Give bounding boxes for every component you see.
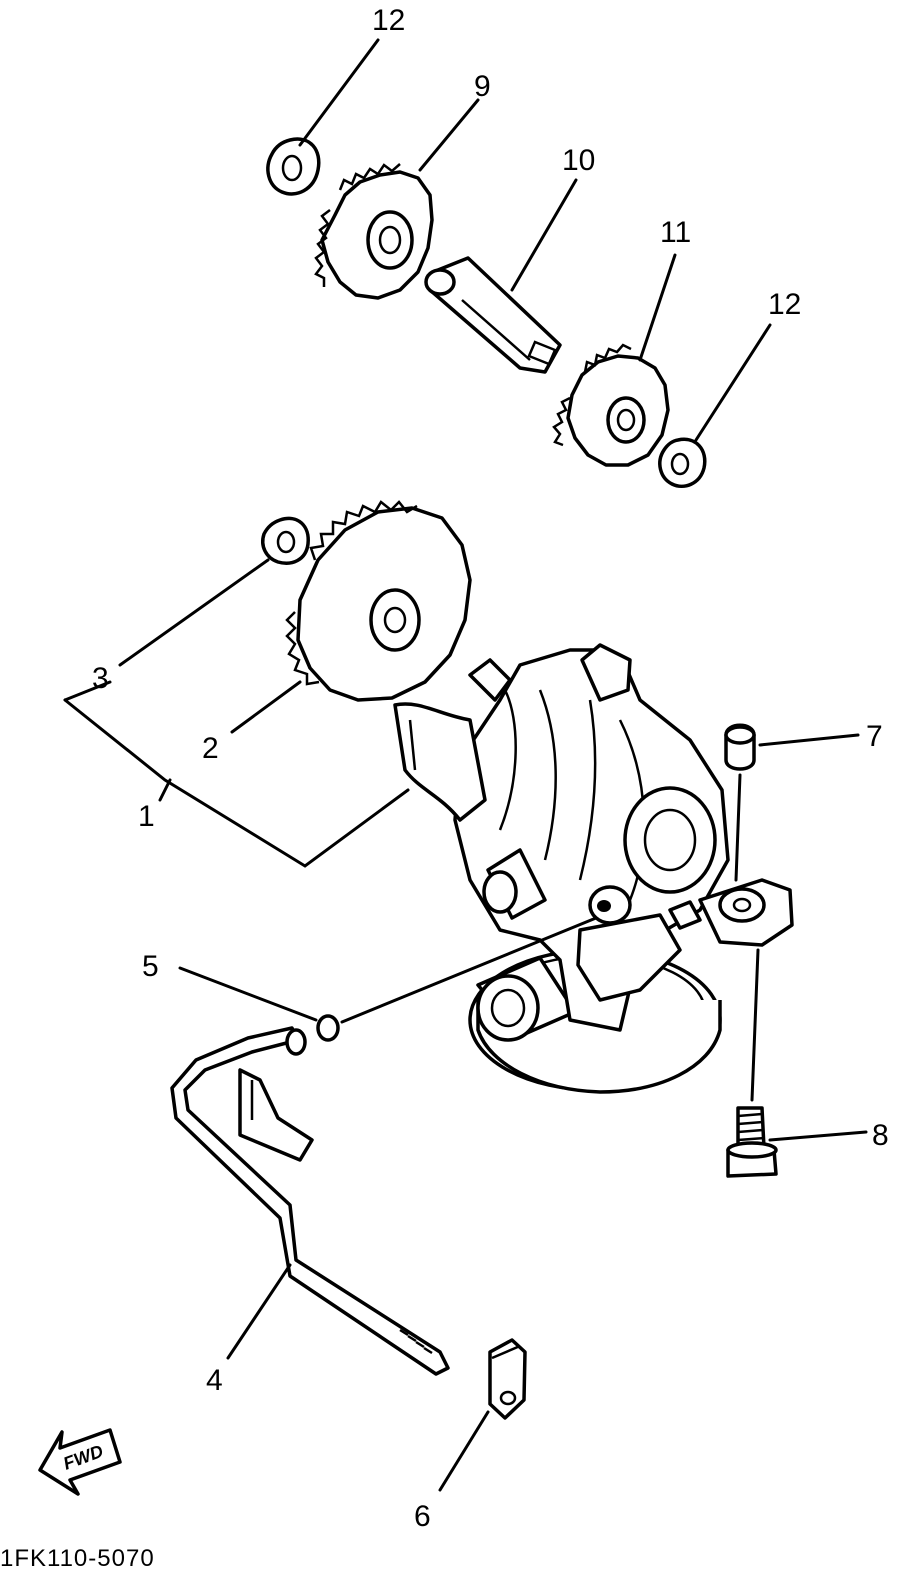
part-7-cap — [724, 723, 756, 771]
part-8-bolt — [726, 1106, 778, 1178]
leader-9 — [418, 98, 480, 172]
leader-5 — [178, 966, 318, 1022]
leader-7 — [758, 733, 860, 747]
callout-3: 3 — [92, 662, 109, 695]
callout-12-top: 12 — [372, 4, 405, 37]
part-11-gear — [552, 343, 670, 467]
leader-1 — [158, 778, 172, 802]
part-1-oil-pump-body — [393, 643, 794, 1094]
callout-2: 2 — [202, 732, 219, 765]
part-9-gear — [314, 163, 434, 300]
callout-10: 10 — [562, 144, 595, 177]
callout-8: 8 — [872, 1119, 889, 1152]
part-5-o-ring — [316, 1014, 340, 1042]
leader-2 — [230, 680, 302, 734]
callout-5: 5 — [142, 950, 159, 983]
leader-6 — [438, 1410, 490, 1492]
part-12-circlip-right — [658, 437, 707, 489]
guide-8 — [750, 948, 760, 1102]
guide-7 — [734, 773, 742, 882]
callout-4: 4 — [206, 1364, 223, 1397]
part-3-circlip — [261, 516, 310, 565]
leader-4 — [226, 1263, 292, 1360]
drawing-code: 1FK110-5070 — [0, 1545, 155, 1572]
assembly-bracket-1-top — [63, 680, 112, 702]
leader-8 — [768, 1130, 868, 1142]
forward-arrow-icon: FWD — [38, 1428, 122, 1496]
assembly-bracket-1 — [63, 698, 410, 868]
part-10-shaft — [424, 256, 562, 374]
callout-6: 6 — [414, 1500, 431, 1533]
callout-1: 1 — [138, 800, 155, 833]
leader-12-right — [694, 323, 772, 442]
callout-11: 11 — [660, 216, 691, 249]
callout-12-right: 12 — [768, 288, 801, 321]
callout-9: 9 — [474, 70, 491, 103]
leader-10 — [510, 178, 578, 292]
leader-12-top — [298, 38, 380, 147]
callout-7: 7 — [866, 720, 883, 753]
leader-11 — [638, 253, 677, 362]
part-12-circlip-top — [266, 137, 321, 196]
guide-5 — [340, 916, 598, 1024]
part-6-plate — [488, 1338, 527, 1420]
leader-3 — [118, 558, 270, 667]
part-2-large-gear — [285, 500, 472, 702]
part-4-oil-pipe — [170, 1026, 450, 1376]
